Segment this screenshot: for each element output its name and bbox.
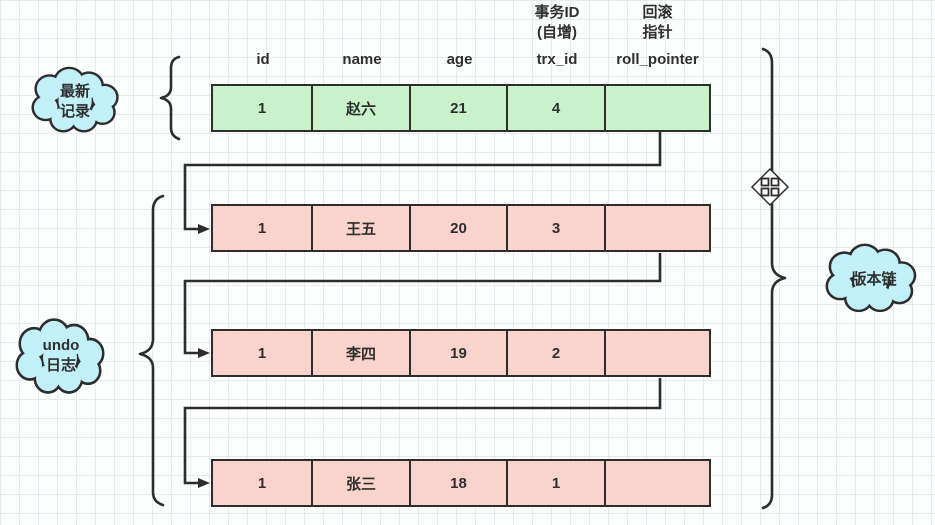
cell-age: 19 bbox=[411, 331, 508, 375]
cell-roll-pointer bbox=[606, 461, 709, 505]
cell-id: 1 bbox=[213, 331, 313, 375]
cell-name: 李四 bbox=[313, 331, 411, 375]
column-header-name: name bbox=[342, 51, 382, 68]
column-headers: id name age trx_id roll_pointer bbox=[213, 51, 709, 68]
note-roll-line1: 回滚 bbox=[642, 4, 673, 21]
cell-id: 1 bbox=[213, 461, 313, 505]
cell-age: 21 bbox=[411, 86, 508, 130]
cell-name: 王五 bbox=[313, 206, 411, 250]
cloud-label-undo-log: undo 日志 bbox=[42, 337, 80, 374]
cell-name: 赵六 bbox=[313, 86, 411, 130]
note-roll-line2: 指针 bbox=[642, 23, 673, 41]
cell-trx-id: 4 bbox=[508, 86, 606, 130]
column-header-age: age bbox=[446, 51, 473, 68]
cell-trx-id: 3 bbox=[508, 206, 606, 250]
cell-roll-pointer bbox=[606, 206, 709, 250]
column-header-trx-id: trx_id bbox=[536, 51, 578, 68]
latest-record-row[interactable]: 1 赵六 21 4 bbox=[211, 84, 711, 132]
note-trx-line2: (自增) bbox=[537, 23, 577, 41]
undo-row-3[interactable]: 1 张三 18 1 bbox=[211, 459, 711, 507]
brace-version-chain[interactable] bbox=[761, 47, 787, 510]
cloud-label-version-chain: 版本链 bbox=[851, 271, 897, 288]
undo-row-1[interactable]: 1 王五 20 3 bbox=[211, 204, 711, 252]
brace-undo-log[interactable] bbox=[138, 194, 165, 507]
cell-age: 20 bbox=[411, 206, 508, 250]
column-header-id: id bbox=[256, 51, 270, 68]
cloud-label-latest-record: 最新 记录 bbox=[59, 83, 90, 120]
brace-latest-record[interactable] bbox=[159, 55, 181, 141]
cell-roll-pointer bbox=[606, 331, 709, 375]
cell-trx-id: 1 bbox=[508, 461, 606, 505]
cell-id: 1 bbox=[213, 206, 313, 250]
cell-id: 1 bbox=[213, 86, 313, 130]
note-trx-line1: 事务ID bbox=[534, 4, 580, 21]
arrow-undo2-to-undo3[interactable] bbox=[183, 378, 662, 488]
move-handle-icon[interactable] bbox=[750, 167, 790, 207]
cell-name: 张三 bbox=[313, 461, 411, 505]
cell-roll-pointer bbox=[606, 86, 709, 130]
cell-trx-id: 2 bbox=[508, 331, 606, 375]
column-header-roll-pointer: roll_pointer bbox=[616, 51, 699, 68]
arrow-undo1-to-undo2[interactable] bbox=[183, 253, 662, 358]
arrow-latest-to-undo1[interactable] bbox=[183, 132, 662, 234]
undo-row-2[interactable]: 1 李四 19 2 bbox=[211, 329, 711, 377]
note-trx-id: 事务ID (自增) bbox=[508, 3, 606, 42]
note-roll-pointer: 回滚 指针 bbox=[606, 3, 709, 42]
cell-age: 18 bbox=[411, 461, 508, 505]
